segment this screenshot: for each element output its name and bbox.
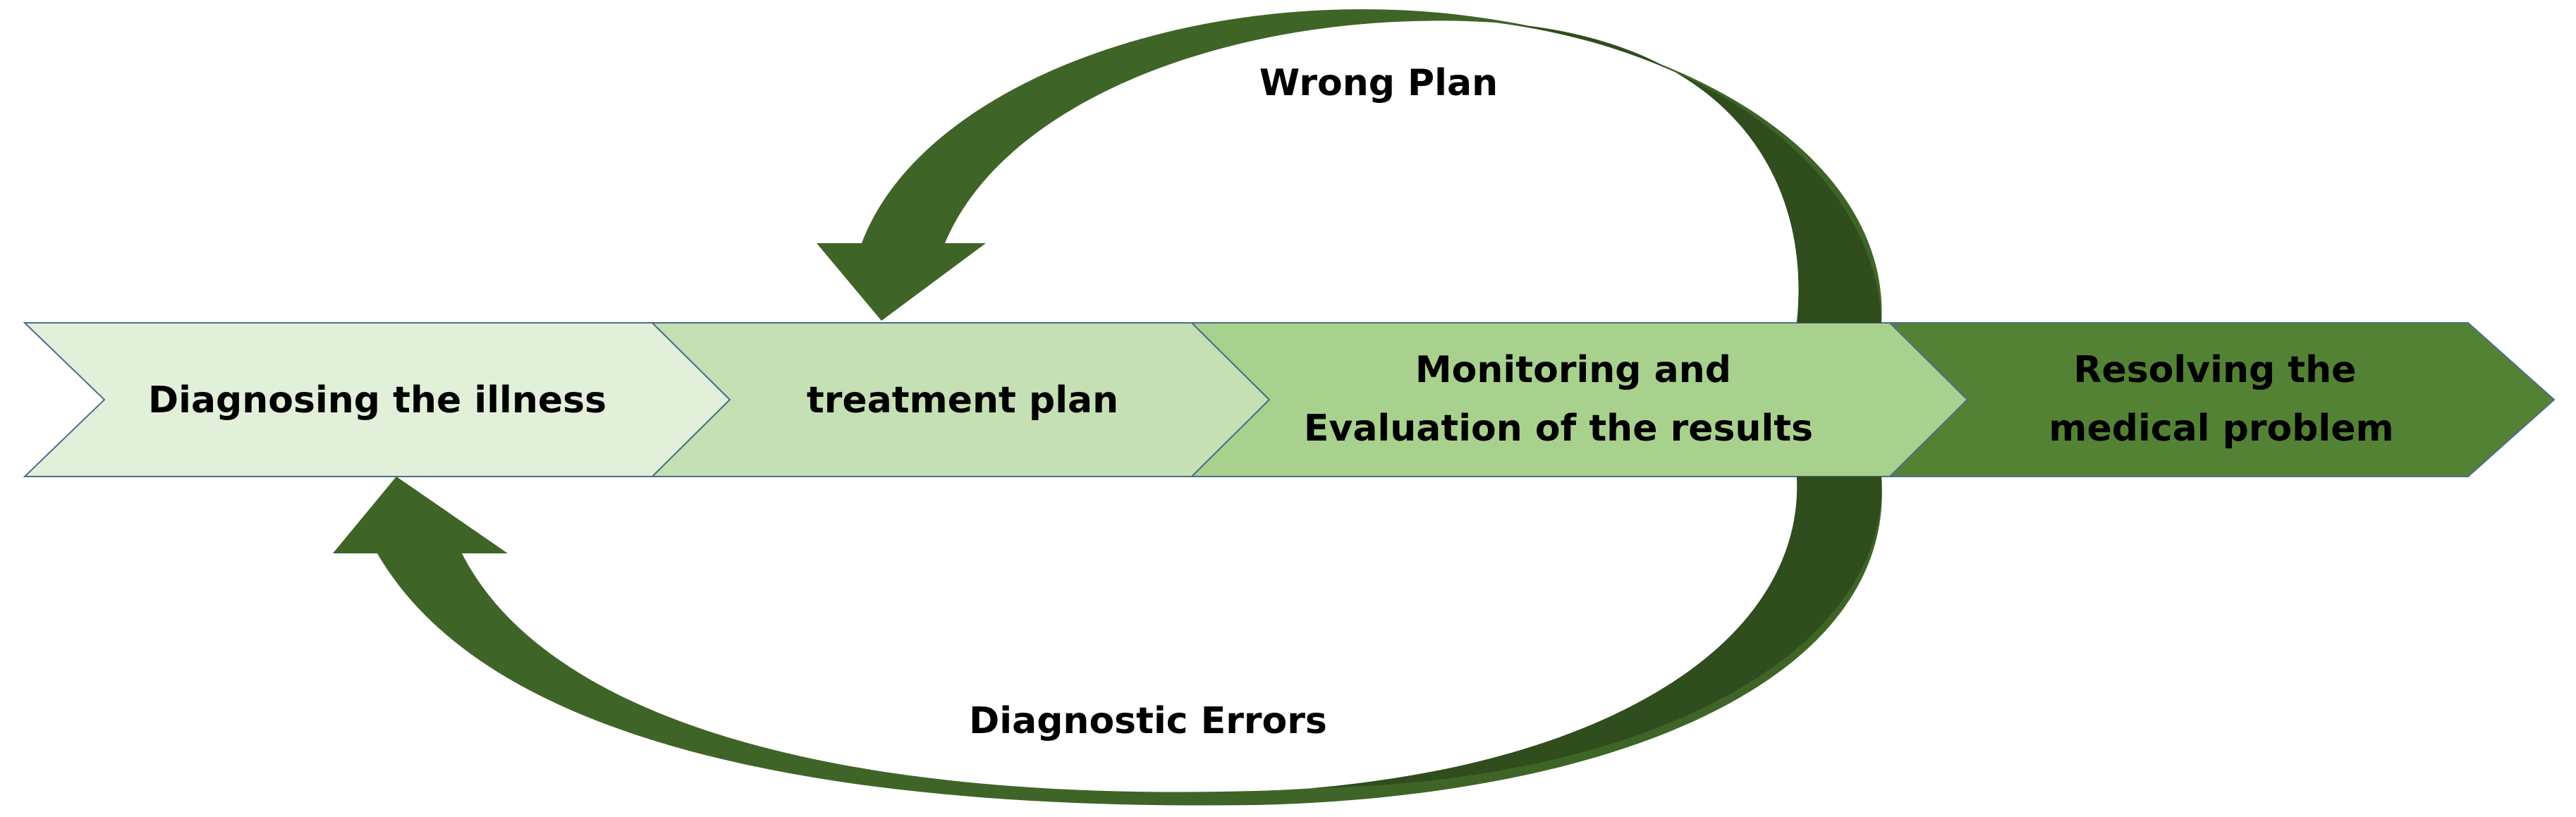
step-3-label-line-2: Evaluation of the results — [1304, 407, 1813, 450]
wrong-plan-label: Wrong Plan — [1259, 62, 1498, 104]
step-1-label-line-1: Diagnosing the illness — [148, 379, 606, 422]
diagnostic-errors-arrow-body — [333, 477, 1882, 806]
diagnostic-errors-arrow-shade — [1312, 477, 1882, 788]
wrong-plan-loop-arrow — [817, 9, 1882, 323]
diagnostic-errors-label: Diagnostic Errors — [969, 700, 1327, 742]
step-3-monitoring-shape — [1190, 322, 1969, 477]
diagnostic-errors-loop-arrow — [333, 477, 1882, 806]
step-3-label-line-1: Monitoring and — [1415, 349, 1731, 391]
step-4-label-line-1: Resolving the — [2073, 349, 2356, 391]
step-4-label: Resolving the medical problem — [2049, 349, 2393, 450]
wrong-plan-arrow-body — [817, 9, 1882, 323]
step-3-label: Monitoring and Evaluation of the results — [1304, 349, 1813, 450]
step-4-resolving-shape — [1888, 322, 2556, 477]
wrong-plan-arrow-shade — [1495, 23, 1881, 323]
step-2-label: treatment plan — [807, 379, 1118, 422]
step-1-label: Diagnosing the illness — [148, 379, 606, 422]
step-2-label-line-1: treatment plan — [807, 379, 1118, 422]
step-4-label-line-2: medical problem — [2049, 407, 2393, 450]
